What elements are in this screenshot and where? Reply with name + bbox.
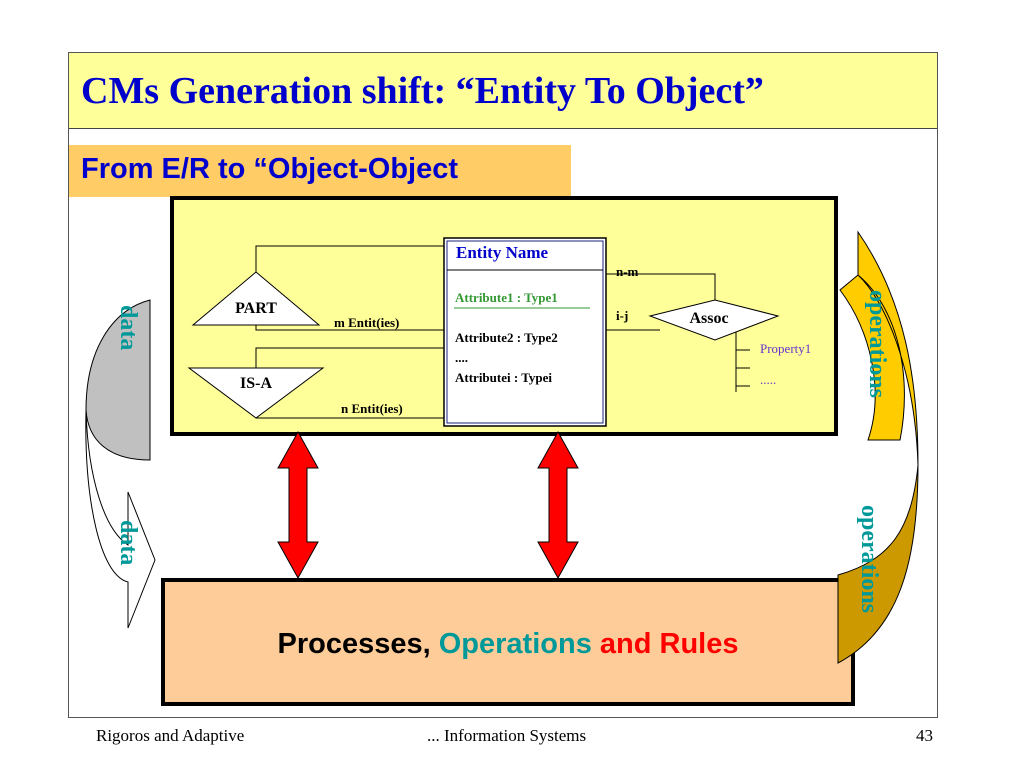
er-connectors <box>255 245 750 419</box>
property-more-label: ..... <box>760 372 776 387</box>
double-arrow-right <box>537 430 579 580</box>
process-caption: Processes, Operations and Rules <box>165 628 851 661</box>
process-word-processes: Processes, <box>277 628 431 660</box>
data-arrow-lower <box>85 409 156 629</box>
assoc-diamond <box>648 299 780 341</box>
process-box: Processes, Operations and Rules <box>161 578 855 706</box>
operations-label-bottom: operations <box>856 505 882 613</box>
entity-name: Entity Name <box>456 243 549 262</box>
process-word-rules: and Rules <box>599 628 739 660</box>
ij-label: i-j <box>616 308 628 323</box>
attribute2: Attribute2 : Type2 <box>455 330 558 345</box>
part-label: PART <box>235 300 277 317</box>
process-word-operations: Operations <box>438 628 592 660</box>
title-bar: CMs Generation shift: “Entity To Object” <box>69 53 937 129</box>
assoc-label: Assoc <box>689 310 728 327</box>
page-number: 43 <box>916 726 933 745</box>
slide-subtitle: From E/R to “Object-Object <box>81 153 459 185</box>
attribute-ellipsis: .... <box>455 350 468 365</box>
isa-triangle <box>187 367 325 419</box>
nm-label: n-m <box>616 264 639 279</box>
operations-label-top: operations <box>864 290 890 398</box>
data-arrow-upper <box>85 299 151 461</box>
entity-box <box>443 237 607 427</box>
footer-left: Rigoros and Adaptive <box>96 726 245 745</box>
part-triangle <box>191 271 321 326</box>
attribute-i: Attributei : Typei <box>455 370 552 385</box>
entity-box-inner <box>446 240 604 424</box>
property1-label: Property1 <box>760 341 811 356</box>
subtitle-bar: From E/R to “Object-Object <box>69 145 571 197</box>
double-arrow-left <box>277 430 319 580</box>
footer-center: ... Information Systems <box>427 726 587 745</box>
n-entities-label: n Entit(ies) <box>341 401 403 416</box>
data-label-bottom: data <box>115 520 141 565</box>
data-label-top: data <box>115 305 141 350</box>
m-entities-label: m Entit(ies) <box>334 315 399 330</box>
operations-arrow-lower <box>837 464 919 664</box>
isa-label: IS-A <box>240 375 272 392</box>
attribute1: Attribute1 : Type1 <box>455 290 558 305</box>
slide-title: CMs Generation shift: “Entity To Object” <box>81 70 764 112</box>
slide-frame <box>68 52 938 718</box>
